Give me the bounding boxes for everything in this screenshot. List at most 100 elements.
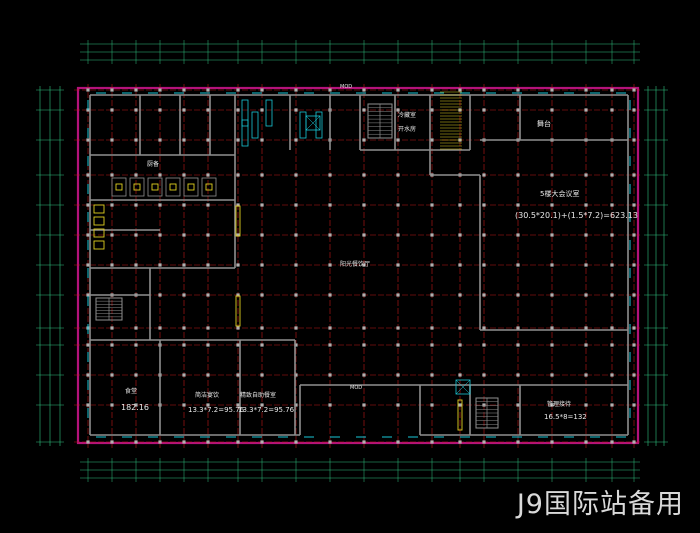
fixture bbox=[151, 183, 159, 191]
column bbox=[158, 173, 162, 177]
column bbox=[458, 263, 462, 267]
column bbox=[632, 343, 636, 347]
column bbox=[362, 88, 366, 92]
column bbox=[236, 173, 240, 177]
column bbox=[110, 326, 114, 330]
column bbox=[516, 88, 520, 92]
column bbox=[294, 138, 298, 142]
label-mgmt-area: 16.5*8=132 bbox=[544, 413, 587, 421]
column bbox=[482, 343, 486, 347]
column bbox=[158, 263, 162, 267]
column bbox=[86, 343, 90, 347]
column bbox=[86, 373, 90, 377]
column bbox=[86, 440, 90, 444]
column bbox=[206, 138, 210, 142]
column bbox=[632, 373, 636, 377]
column bbox=[328, 173, 332, 177]
column bbox=[294, 326, 298, 330]
column bbox=[396, 233, 400, 237]
column bbox=[458, 88, 462, 92]
column bbox=[430, 138, 434, 142]
column bbox=[610, 233, 614, 237]
column bbox=[328, 233, 332, 237]
column bbox=[610, 373, 614, 377]
column bbox=[158, 293, 162, 297]
column bbox=[610, 173, 614, 177]
column bbox=[134, 373, 138, 377]
column bbox=[550, 263, 554, 267]
column bbox=[516, 343, 520, 347]
column bbox=[362, 440, 366, 444]
column bbox=[260, 233, 264, 237]
fixture bbox=[93, 204, 105, 214]
column bbox=[328, 203, 332, 207]
column bbox=[516, 108, 520, 112]
column bbox=[458, 293, 462, 297]
column bbox=[236, 203, 240, 207]
column bbox=[550, 88, 554, 92]
column bbox=[632, 263, 636, 267]
column bbox=[134, 173, 138, 177]
dimension-lines bbox=[36, 40, 668, 482]
column bbox=[482, 373, 486, 377]
column bbox=[430, 203, 434, 207]
column bbox=[610, 293, 614, 297]
column bbox=[362, 326, 366, 330]
fixture-cyan bbox=[251, 111, 259, 139]
column bbox=[110, 403, 114, 407]
column bbox=[610, 326, 614, 330]
column bbox=[516, 263, 520, 267]
column bbox=[328, 373, 332, 377]
cubicle bbox=[201, 177, 217, 197]
column bbox=[260, 326, 264, 330]
column bbox=[134, 403, 138, 407]
column bbox=[328, 403, 332, 407]
column bbox=[236, 373, 240, 377]
column bbox=[482, 403, 486, 407]
column bbox=[396, 343, 400, 347]
column bbox=[328, 263, 332, 267]
column bbox=[584, 293, 588, 297]
column bbox=[516, 326, 520, 330]
column bbox=[516, 403, 520, 407]
column bbox=[430, 88, 434, 92]
column bbox=[260, 403, 264, 407]
fixture bbox=[93, 216, 105, 226]
cubicle bbox=[183, 177, 199, 197]
column bbox=[110, 88, 114, 92]
label-mgmt: 管理接待 bbox=[547, 400, 571, 408]
column bbox=[260, 343, 264, 347]
column bbox=[632, 203, 636, 207]
column bbox=[158, 138, 162, 142]
column bbox=[134, 440, 138, 444]
column bbox=[458, 440, 462, 444]
column bbox=[260, 88, 264, 92]
column bbox=[516, 173, 520, 177]
label-stage: 舞台 bbox=[537, 119, 551, 128]
column bbox=[182, 138, 186, 142]
fixture bbox=[93, 240, 105, 250]
column bbox=[550, 108, 554, 112]
column bbox=[550, 173, 554, 177]
column bbox=[182, 203, 186, 207]
column bbox=[86, 233, 90, 237]
column bbox=[362, 263, 366, 267]
outer-boundary bbox=[76, 86, 640, 445]
column bbox=[632, 233, 636, 237]
column bbox=[206, 373, 210, 377]
column bbox=[294, 173, 298, 177]
column bbox=[632, 173, 636, 177]
column bbox=[134, 263, 138, 267]
column bbox=[396, 88, 400, 92]
column bbox=[632, 326, 636, 330]
column bbox=[260, 108, 264, 112]
column bbox=[550, 233, 554, 237]
column bbox=[182, 263, 186, 267]
fixture bbox=[133, 183, 141, 191]
fixture-cyan bbox=[265, 99, 273, 127]
column bbox=[482, 293, 486, 297]
column bbox=[516, 203, 520, 207]
elevator-cross bbox=[455, 379, 471, 395]
column bbox=[482, 263, 486, 267]
